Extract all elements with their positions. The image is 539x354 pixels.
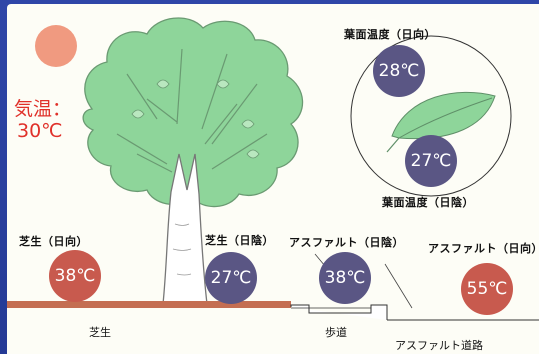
leaf-shade-label: 葉面温度（日陰） xyxy=(382,196,474,209)
asphalt-shade-badge: 38℃ xyxy=(319,252,371,304)
tree-canopy xyxy=(82,17,304,208)
leaf-sun-value: 28℃ xyxy=(378,61,420,81)
scene-art xyxy=(7,17,539,321)
tree-trunk xyxy=(162,153,208,305)
leaf-zoom-ring xyxy=(350,35,512,197)
asphalt-sun-value: 55℃ xyxy=(466,279,508,299)
road-ground-label: アスファルト道路 xyxy=(395,339,483,352)
lawn-sun-badge: 38℃ xyxy=(49,250,101,302)
asphalt-sun-label: アスファルト（日向） xyxy=(428,242,539,255)
sidewalk-ground-label: 歩道 xyxy=(325,326,347,339)
leaf-shade-value: 27℃ xyxy=(410,151,452,171)
lawn-shade-value: 27℃ xyxy=(210,268,252,288)
leaf-sun-badge: 28℃ xyxy=(373,45,425,97)
asphalt-shade-value: 38℃ xyxy=(324,268,366,288)
lawn-sun-value: 38℃ xyxy=(54,266,96,286)
lawn-ground-label: 芝生 xyxy=(89,326,111,339)
lawn-shade-label: 芝生（日陰） xyxy=(205,234,274,247)
asphalt-shade-label: アスファルト（日陰） xyxy=(289,236,404,249)
diagram-panel: 気温： 30℃ 葉面温度（日向） 28℃ 27℃ 葉面温度（日陰） 芝生（日向）… xyxy=(7,4,539,354)
leaf-sun-label: 葉面温度（日向） xyxy=(344,28,436,41)
leaf-icon xyxy=(391,91,496,140)
leaf-shade-badge: 27℃ xyxy=(405,135,457,187)
lawn-sun-label: 芝生（日向） xyxy=(19,235,88,248)
lawn-shade-badge: 27℃ xyxy=(205,252,257,304)
lawn-strip xyxy=(7,301,291,308)
sidewalk xyxy=(290,304,388,320)
air-temp-value: 30℃ xyxy=(17,120,63,142)
sun-icon xyxy=(35,25,77,67)
air-temp-label: 気温： xyxy=(14,98,72,120)
asphalt-sun-badge: 55℃ xyxy=(461,263,513,315)
